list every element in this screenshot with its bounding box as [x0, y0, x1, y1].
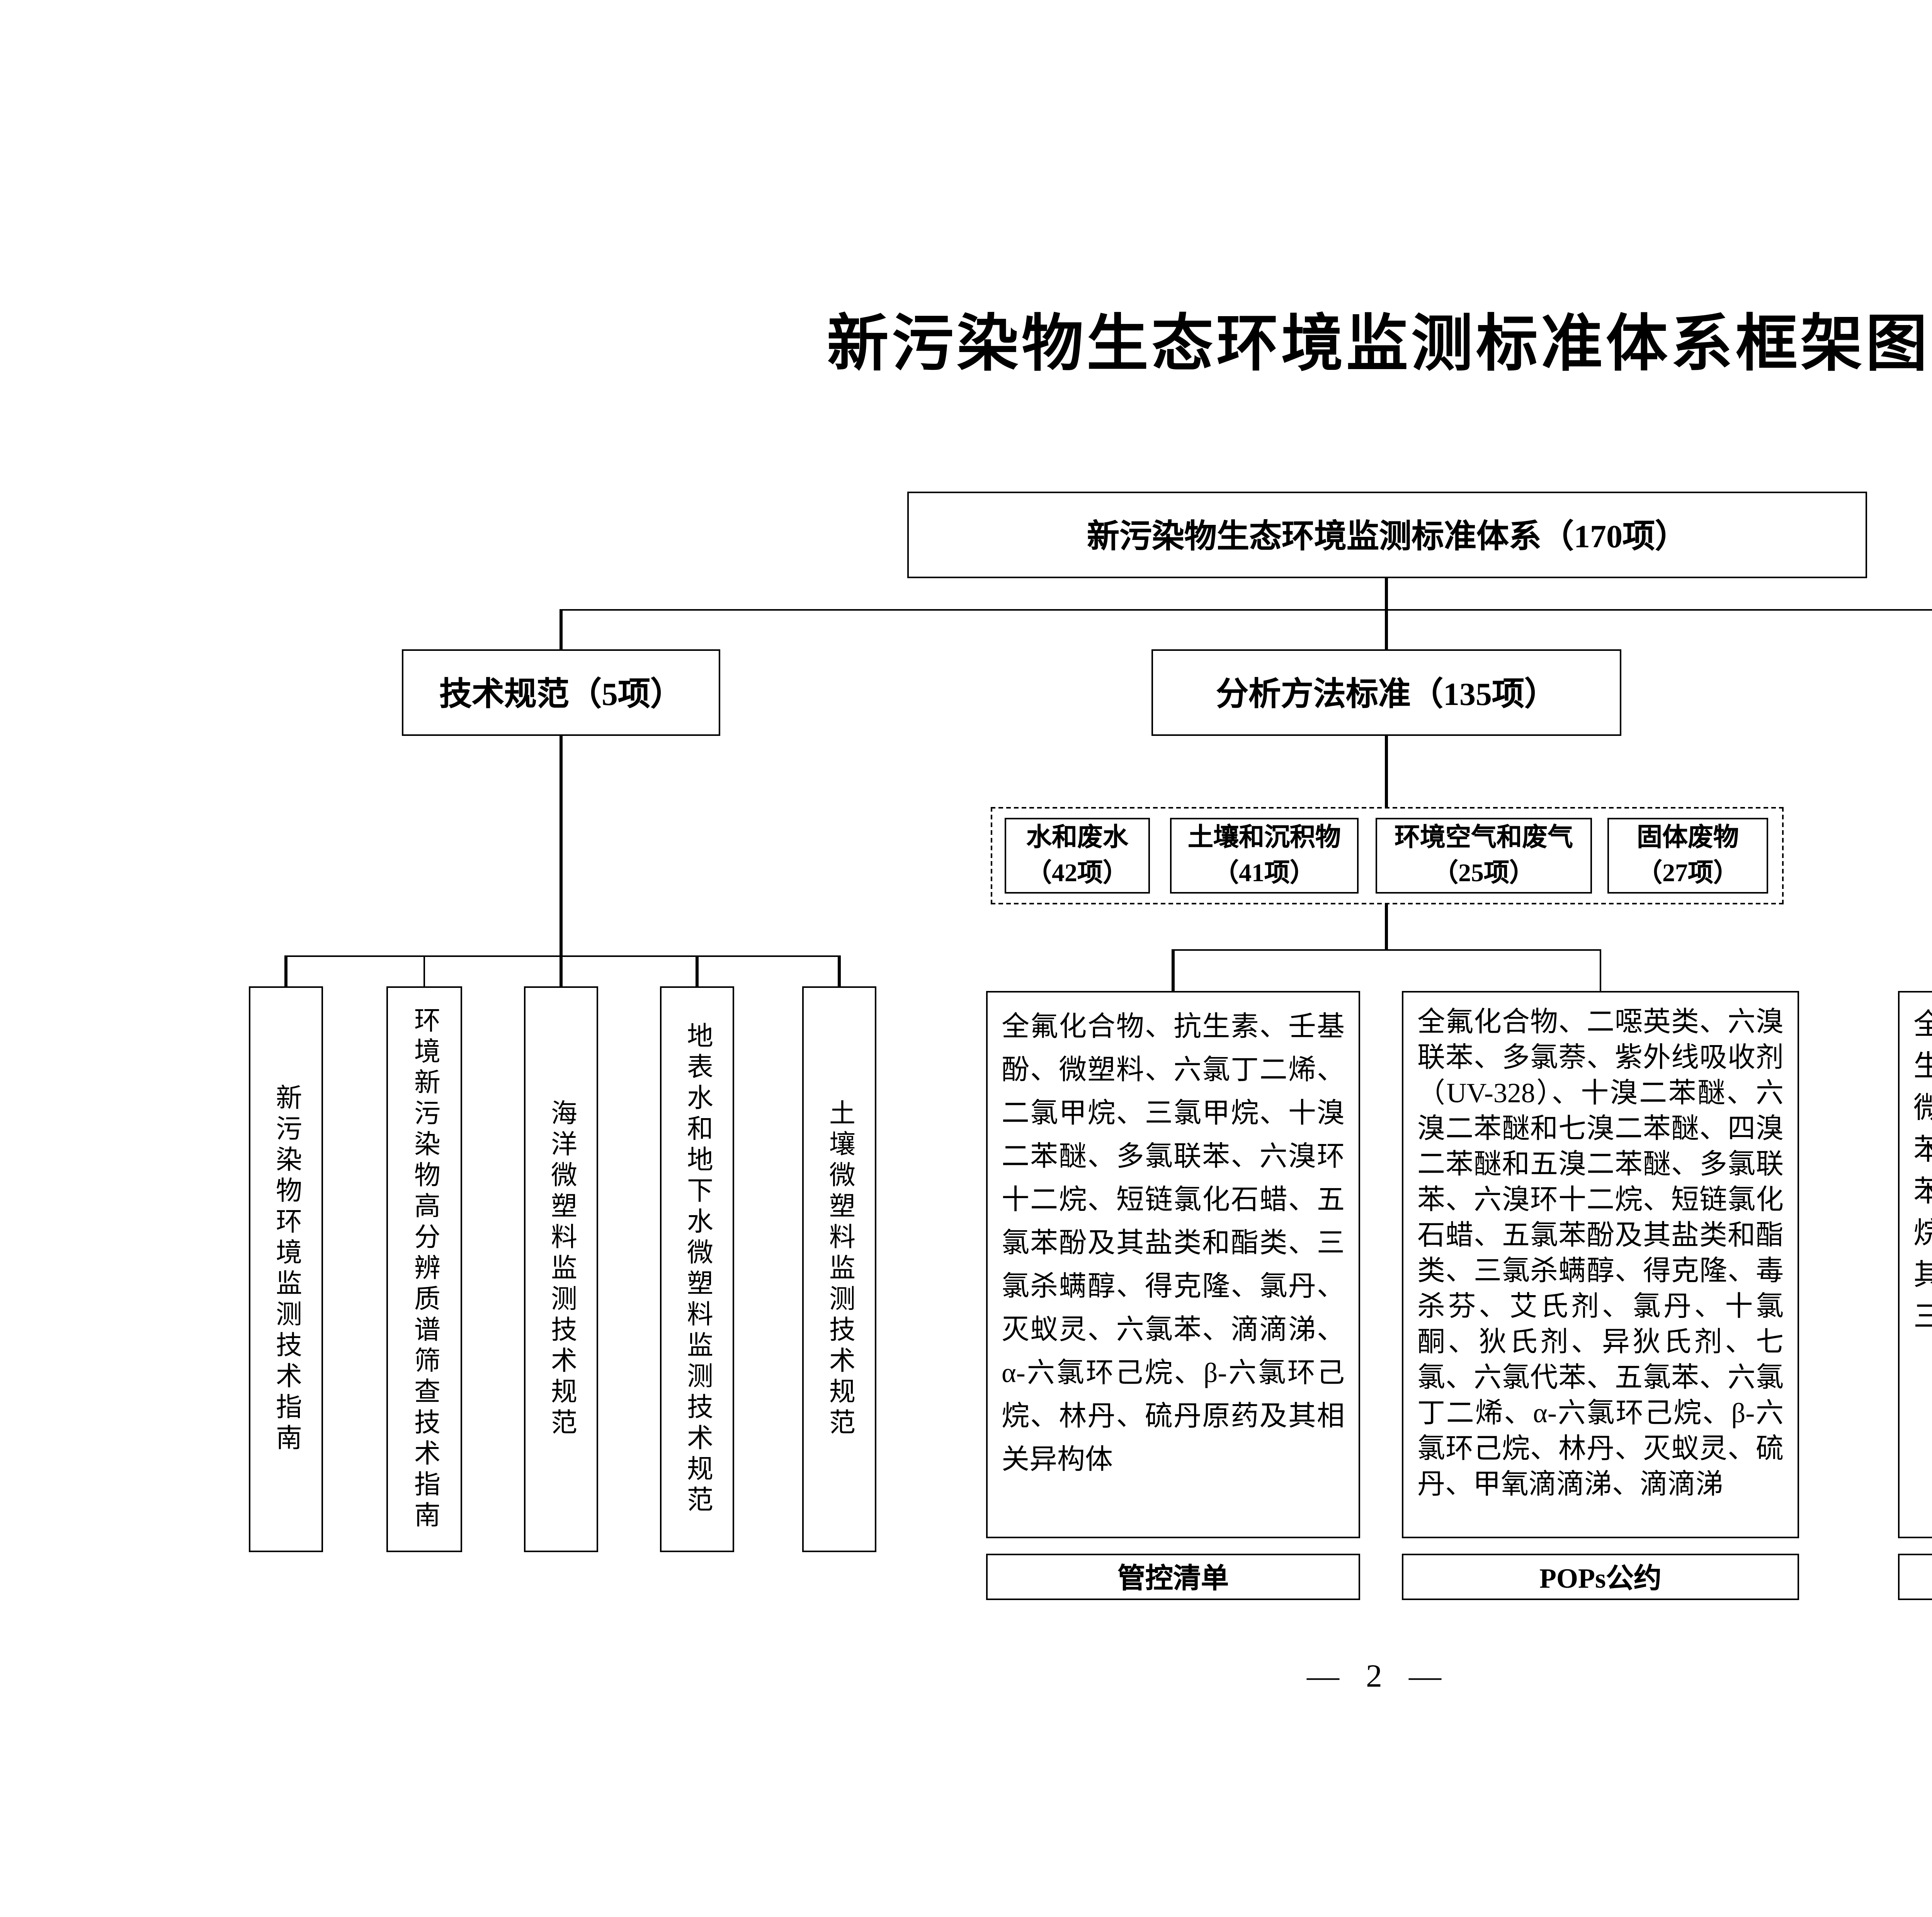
- samples-control-list-label: 管控清单: [1898, 1554, 1932, 1600]
- connector-analysis-stem2: [1385, 904, 1388, 951]
- media-air-exhaust: 环境空气和废气 （25项）: [1376, 818, 1592, 894]
- page-title: 新污染物生态环境监测标准体系框架图: [827, 309, 1930, 379]
- tech-child-water-microplastics: 地表水和地下水微塑料监测技术规范: [660, 986, 734, 1552]
- branch-analysis-methods: 分析方法标准（135项）: [1151, 649, 1621, 736]
- media-count: （25项）: [1433, 857, 1535, 887]
- connector-tech-child4-stem: [696, 955, 698, 986]
- label-text: POPs公约: [1539, 1563, 1662, 1594]
- connector-branch-tech-stem: [560, 609, 562, 649]
- root-node: 新污染物生态环境监测标准体系（170项）: [907, 492, 1867, 578]
- media-name: 水和废水: [1026, 822, 1128, 852]
- media-solid-waste: 固体废物 （27项）: [1607, 818, 1768, 894]
- media-soil-sediment: 土壤和沉积物 （41项）: [1170, 818, 1359, 894]
- connector-tech-child2-stem: [423, 955, 425, 986]
- connector-analysis-horizontal: [1172, 949, 1601, 951]
- analysis-pops-label: POPs公约: [1402, 1554, 1799, 1600]
- samples-control-list-content: 全氟化合物、抗生素、壬基酚、微塑料、十溴二苯醚、多氯联苯、六溴环十二烷、五氯苯酚…: [1898, 991, 1932, 1538]
- tech-child-soil-microplastics: 土壤微塑料监测技术规范: [802, 986, 876, 1552]
- pollutant-list-text: 全氟化合物、抗生素、壬基酚、微塑料、六氯丁二烯、二氯甲烷、三氯甲烷、十溴二苯醚、…: [1002, 1011, 1345, 1475]
- connector-analysis-stem: [1385, 736, 1388, 807]
- branch-analysis-methods-label: 分析方法标准（135项）: [1216, 676, 1557, 713]
- tech-child-hrms-screening-guide: 环境新污染物高分辨质谱筛查技术指南: [386, 986, 462, 1552]
- tech-child-label: 环境新污染物高分辨质谱筛查技术指南: [410, 1006, 439, 1532]
- media-water-wastewater: 水和废水 （42项）: [1005, 818, 1150, 894]
- tech-child-monitoring-guide: 新污染物环境监测技术指南: [249, 986, 323, 1552]
- analysis-control-list-label: 管控清单: [986, 1554, 1360, 1600]
- pollutant-list-text: 全氟化合物、抗生素、壬基酚、微塑料、十溴二苯醚、多氯联苯、六溴环十二烷、五氯苯酚…: [1913, 1010, 1932, 1334]
- connector-tech-horizontal: [285, 955, 840, 957]
- analysis-control-list-content: 全氟化合物、抗生素、壬基酚、微塑料、六氯丁二烯、二氯甲烷、三氯甲烷、十溴二苯醚、…: [986, 991, 1360, 1538]
- tech-child-label: 海洋微塑料监测技术规范: [546, 1099, 576, 1439]
- connector-tech-stem: [560, 736, 562, 957]
- tech-child-label: 土壤微塑料监测技术规范: [825, 1099, 854, 1439]
- connector-branch-analysis-stem: [1385, 609, 1388, 649]
- media-count: （42项）: [1026, 857, 1128, 887]
- branch-tech-spec: 技术规范（5项）: [402, 649, 720, 736]
- media-name: 固体废物: [1637, 822, 1739, 852]
- media-name: 环境空气和废气: [1395, 822, 1573, 852]
- tech-child-label: 地表水和地下水微塑料监测技术规范: [682, 1022, 712, 1517]
- connector-tech-child5-stem: [838, 955, 840, 986]
- connector-root-stem: [1385, 578, 1388, 611]
- root-node-label: 新污染物生态环境监测标准体系（170项）: [1087, 518, 1687, 555]
- tech-child-marine-microplastics: 海洋微塑料监测技术规范: [524, 986, 598, 1552]
- label-text: 管控清单: [1117, 1563, 1229, 1594]
- connector-tech-child3-stem: [560, 955, 562, 986]
- media-count: （41项）: [1213, 857, 1315, 887]
- branch-tech-spec-label: 技术规范（5项）: [439, 676, 683, 713]
- connector-analysis-right-stem: [1599, 949, 1602, 991]
- media-count: （27项）: [1637, 857, 1739, 887]
- pollutant-list-text: 全氟化合物、二噁英类、六溴联苯、多氯萘、紫外线吸收剂（UV-328）、十溴二苯醚…: [1417, 1006, 1784, 1500]
- page-number: — 2 —: [1307, 1657, 1451, 1694]
- analysis-pops-content: 全氟化合物、二噁英类、六溴联苯、多氯萘、紫外线吸收剂（UV-328）、十溴二苯醚…: [1402, 991, 1799, 1538]
- connector-main-horizontal: [560, 609, 1932, 611]
- tech-child-label: 新污染物环境监测技术指南: [271, 1084, 301, 1455]
- connector-tech-child1-stem: [285, 955, 287, 986]
- connector-analysis-left-stem: [1172, 949, 1174, 991]
- media-name: 土壤和沉积物: [1188, 822, 1341, 852]
